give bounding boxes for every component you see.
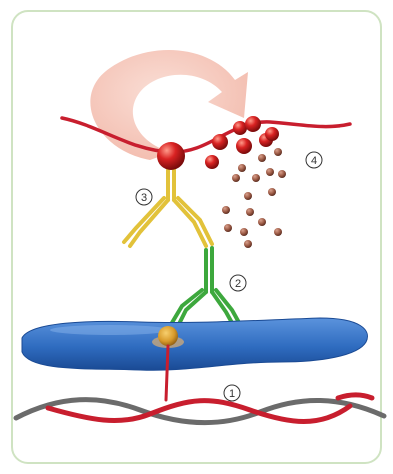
- svg-text:3: 3: [141, 192, 147, 204]
- svg-text:1: 1: [229, 388, 235, 400]
- label-secondary-antibody: 3: [136, 189, 152, 205]
- diagram-frame: [12, 11, 381, 463]
- enzyme-ball: [157, 142, 185, 170]
- label-primary-antibody: 2: [230, 275, 246, 291]
- membrane-highlight: [50, 325, 170, 335]
- label-dna: 1: [224, 385, 240, 401]
- antigen: [158, 326, 178, 346]
- svg-text:2: 2: [235, 278, 241, 290]
- label-signal: 4: [306, 152, 322, 168]
- tether-line: [166, 346, 168, 400]
- svg-text:4: 4: [311, 155, 317, 167]
